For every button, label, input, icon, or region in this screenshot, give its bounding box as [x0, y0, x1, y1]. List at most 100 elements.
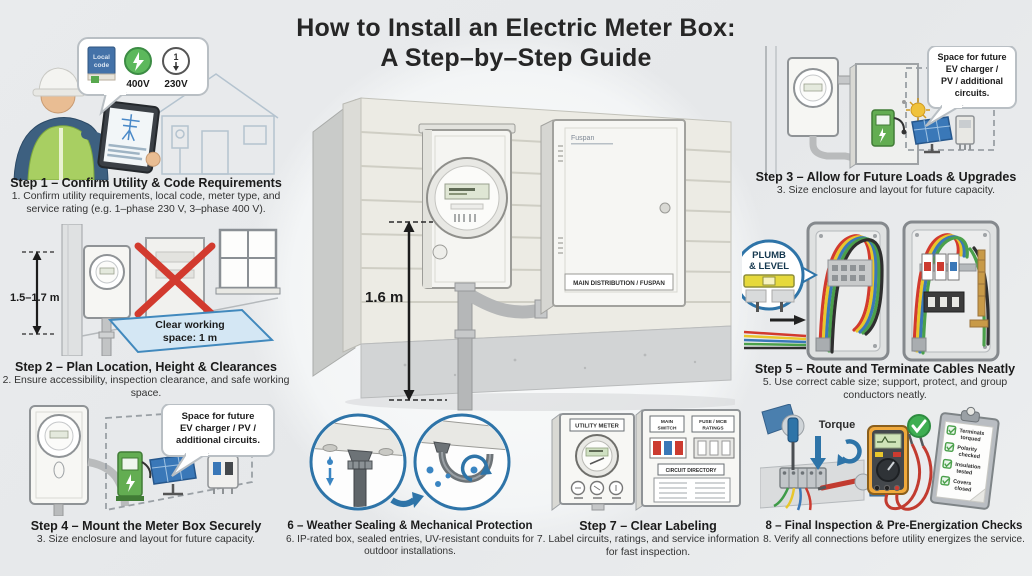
svg-text:& LEVEL: & LEVEL	[749, 261, 789, 272]
step2-illustration: 1.5–1.7 m Clear working space: 1 m	[10, 224, 281, 356]
step6-text: 6 – Weather Sealing & Mechanical Protect…	[281, 520, 539, 559]
utility-meter-box: UTILITY METER	[551, 413, 635, 511]
main-switch-label: MAIN	[661, 419, 674, 425]
svg-text:EV charger /: EV charger /	[946, 64, 999, 74]
switch-breakers	[649, 437, 687, 459]
svg-text:additional circuits.: additional circuits.	[176, 435, 260, 446]
step1-illustration: Local code 400V 1 230V	[13, 37, 279, 180]
directory-table	[653, 477, 731, 503]
step1-description: 1. Confirm utility requirements, local c…	[11, 191, 281, 216]
checklist-clipboard: Terminals torqued Polarity checked Insul…	[929, 406, 1000, 510]
svg-text:Space for future: Space for future	[937, 52, 1006, 62]
utility-meter-label: UTILITY METER	[575, 424, 620, 430]
step5-illustration: PLUMB & LEVEL	[742, 220, 1000, 362]
ev-charger-icon	[871, 109, 907, 147]
svg-text:Polarity: Polarity	[957, 445, 977, 453]
height-dimension: 1.6 m	[365, 221, 447, 401]
step3-description: 3. Size enclosure and layout for future …	[776, 185, 996, 197]
step7-heading: Step 7 – Clear Labeling	[579, 519, 717, 533]
step3-heading: Step 3 – Allow for Future Loads & Upgrad…	[755, 170, 1017, 184]
svg-text:code: code	[94, 62, 110, 69]
future-space-bubble: Space for future EV charger / PV / addit…	[161, 404, 275, 477]
breaker-panel	[902, 220, 1000, 362]
svg-text:space: 1 m: space: 1 m	[163, 332, 217, 344]
height-range-label: 1.5–1.7 m	[10, 292, 60, 304]
breakers	[921, 253, 960, 281]
pylon-sketch	[121, 114, 140, 142]
labeled-panel-box: MAIN SWITCH FUSE / MCB RATINGS CIRCUIT D…	[635, 408, 741, 511]
svg-text:Terminals: Terminals	[959, 428, 985, 437]
svg-text:Clear working: Clear working	[155, 319, 224, 331]
panel-vents	[558, 145, 563, 254]
checklist-items: Terminals torqued Polarity checked Insul…	[940, 425, 985, 493]
svg-text:PV / additional: PV / additional	[941, 76, 1003, 86]
spirit-level-icon	[743, 274, 795, 312]
conduit	[454, 285, 548, 411]
breaker-module-icon	[207, 455, 239, 494]
step1-text: Step 1 – Confirm Utility & Code Requirem…	[0, 176, 292, 217]
height-dimension: 1.5–1.7 m	[10, 251, 60, 335]
house-sketch	[153, 73, 279, 175]
meter-box	[29, 405, 129, 516]
step6-illustration	[309, 413, 511, 511]
step5-text: Step 5 – Route and Terminate Cables Neat…	[738, 362, 1032, 403]
terminal-module	[827, 259, 873, 287]
sun-icon	[906, 98, 930, 122]
cable-gland	[815, 337, 831, 352]
svg-text:Local: Local	[93, 54, 110, 61]
check-icon	[907, 414, 931, 438]
page-title-line2: A Step–by–Step Guide	[380, 43, 652, 72]
incoming-cables	[743, 330, 807, 350]
panel-brand-label: Fuspan	[571, 135, 594, 142]
terminal-block	[773, 467, 827, 511]
step7-text: Step 7 – Clear Labeling 7. Label circuit…	[532, 519, 764, 560]
step4-text: Step 4 – Mount the Meter Box Securely 3.…	[0, 519, 292, 547]
sealed-entry-detail	[313, 419, 403, 507]
step5-description: 5. Use correct cable size; support, prot…	[762, 377, 1008, 402]
distribution-panel: Fuspan MAIN DISTRIBUTION / FUSPAN	[540, 119, 686, 315]
fuse-ratings-label: FUSE / MCB	[699, 419, 727, 425]
step4-description: 3. Size enclosure and layout for future …	[36, 534, 256, 546]
main-illustration: Fuspan MAIN DISTRIBUTION / FUSPAN 1.6 m	[312, 97, 735, 411]
page-title: How to Install an Electric Meter Box: A …	[216, 14, 816, 73]
ground-shadow	[345, 393, 735, 411]
meter-wiring-panel	[806, 221, 890, 361]
wrong-location-box	[134, 237, 216, 323]
svg-text:SWITCH: SWITCH	[658, 426, 677, 432]
torque-annotation: Torque	[810, 419, 862, 470]
meter-box	[787, 57, 862, 165]
busbars	[969, 249, 989, 328]
height-dimension-label: 1.6 m	[365, 289, 403, 306]
hand-screwdriver	[761, 404, 805, 470]
step8-text: 8 – Final Inspection & Pre-Energization …	[756, 520, 1032, 546]
svg-text:Covers: Covers	[953, 479, 972, 487]
step4-heading: Step 4 – Mount the Meter Box Securely	[30, 519, 262, 533]
page-title-line1: How to Install an Electric Meter Box:	[296, 14, 736, 42]
local-code-book-icon: Local code	[87, 46, 116, 83]
step3-text: Step 3 – Allow for Future Loads & Upgrad…	[740, 170, 1032, 198]
step8-description: 8. Verify all connections before utility…	[763, 534, 1025, 546]
code-speech-bubble: Local code 400V 1 230V	[77, 37, 209, 116]
torque-label: Torque	[819, 419, 855, 431]
cable-gland	[911, 337, 927, 352]
tablet	[97, 100, 161, 174]
step6-description: 6. IP-rated box, sealed entries, UV-resi…	[286, 534, 534, 558]
svg-text:Insulation: Insulation	[955, 462, 981, 471]
step2-description: 2. Ensure accessibility, inspection clea…	[2, 375, 290, 400]
step3-illustration: Space for future EV charger / PV / addit…	[765, 46, 1017, 174]
step1-heading: Step 1 – Confirm Utility & Code Requirem…	[10, 176, 282, 190]
concrete-foundation	[360, 325, 732, 399]
clear-working-space: Clear working space: 1 m	[107, 308, 275, 354]
multimeter	[867, 425, 933, 511]
step7-illustration: UTILITY METER MAIN SWITCH	[551, 408, 741, 511]
step2-heading: Step 2 – Plan Location, Height & Clearan…	[15, 360, 277, 374]
step4-illustration: Space for future EV charger / PV / addit…	[29, 404, 275, 516]
inverter-icon	[955, 115, 975, 150]
step8-illustration: Torque	[760, 404, 1000, 511]
svg-text:closed: closed	[954, 485, 972, 493]
fuse-carriers	[693, 437, 735, 459]
meter-enclosure	[418, 123, 516, 292]
panel-plate-label: MAIN DISTRIBUTION / FUSPAN	[573, 280, 665, 287]
drip-loop-detail	[417, 417, 507, 487]
